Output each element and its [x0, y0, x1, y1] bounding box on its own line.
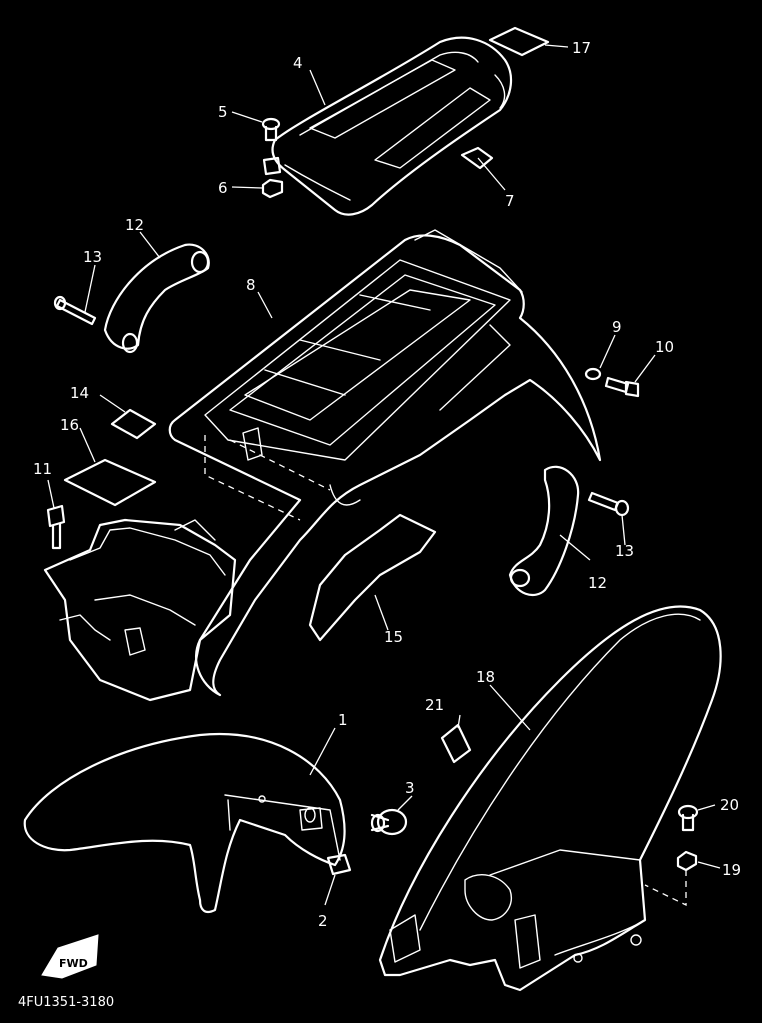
part-20-bolt — [677, 804, 699, 832]
fwd-label: FWD — [59, 957, 88, 970]
part-13-bolt-left — [53, 295, 97, 326]
part-8-rear-fender — [168, 229, 602, 697]
part-6-nut — [261, 178, 284, 199]
part-10-bolt — [604, 376, 640, 398]
part-1-front-fender — [23, 732, 346, 914]
diagram-code: 4FU1351-3180 — [18, 995, 114, 1010]
callout-numbers: 4 5 6 7 17 12 13 8 9 10 14 16 11 13 12 1… — [33, 39, 741, 930]
callout-15: 15 — [384, 628, 403, 646]
callout-2: 2 — [318, 912, 328, 930]
callout-14: 14 — [70, 384, 89, 402]
callout-17: 17 — [572, 39, 591, 57]
callout-13-right: 13 — [615, 542, 634, 560]
battery-box — [43, 518, 237, 702]
callout-12-lower: 12 — [588, 574, 607, 592]
callout-13-left: 13 — [83, 248, 102, 266]
callout-18: 18 — [476, 668, 495, 686]
callout-9: 9 — [612, 318, 622, 336]
part-15-flap — [308, 513, 437, 642]
part-21-label — [440, 723, 472, 764]
callout-16: 16 — [60, 416, 79, 434]
callout-6: 6 — [218, 179, 228, 197]
part-12-grab-bar-left — [103, 243, 210, 350]
part-7-damper — [460, 146, 494, 170]
part-13-bolt-right — [587, 491, 630, 517]
callout-1: 1 — [338, 711, 348, 729]
part-18-rear-mudguard — [378, 605, 722, 992]
part-9-washer — [584, 367, 602, 381]
part-11-bolt — [46, 504, 66, 550]
callout-20: 20 — [720, 796, 739, 814]
part-4-seat-cowl — [271, 36, 513, 216]
callout-10: 10 — [655, 338, 674, 356]
part-6-collar — [262, 156, 282, 176]
callout-3: 3 — [405, 779, 415, 797]
leader-lines — [47, 44, 721, 906]
grab-bar-boss-upper — [190, 250, 210, 274]
part-3-grommet — [370, 808, 408, 836]
callout-7: 7 — [505, 192, 515, 210]
part-12-grab-bar-right — [508, 465, 580, 597]
callout-19: 19 — [722, 861, 741, 879]
part-2-clip — [326, 853, 352, 876]
callout-5: 5 — [218, 103, 228, 121]
part-14-pad — [110, 408, 157, 440]
callout-11: 11 — [33, 460, 52, 478]
callout-12-upper: 12 — [125, 216, 144, 234]
part-17-pad — [488, 26, 550, 57]
grab-bar-boss-lower — [121, 332, 139, 354]
part-5-bolt — [261, 117, 281, 142]
part-16-pad — [63, 458, 157, 507]
callout-8: 8 — [246, 276, 256, 294]
callout-4: 4 — [293, 54, 303, 72]
callout-21: 21 — [425, 696, 444, 714]
part-19-nut — [676, 850, 698, 872]
mount-guide-line — [644, 870, 687, 907]
forward-direction-badge: FWD — [41, 934, 99, 979]
grab-bar-right-boss — [509, 568, 531, 588]
